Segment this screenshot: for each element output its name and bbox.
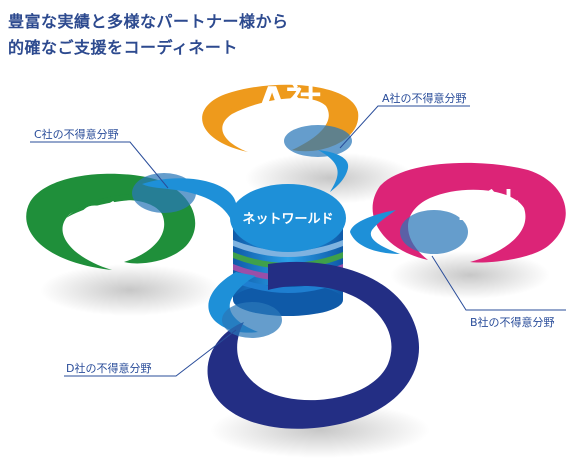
- callout-c: C社の不得意分野: [34, 127, 119, 141]
- company-a-overlap: [284, 125, 352, 157]
- callout-lines: [30, 105, 566, 377]
- connector-a: [318, 150, 349, 192]
- callout-a: A社の不得意分野: [382, 91, 467, 105]
- company-b-node: B社: [372, 162, 566, 263]
- callout-line-c: [30, 141, 169, 189]
- callout-line-a: [339, 105, 470, 149]
- connector-c: [142, 178, 238, 222]
- company-d-swoosh: [207, 261, 420, 429]
- connector-d: [208, 272, 258, 333]
- hub-top: ネットワールド: [230, 184, 346, 252]
- company-a-tail: [226, 91, 346, 112]
- callout-line-d: [64, 329, 237, 377]
- company-d-label: D社: [263, 336, 336, 382]
- company-a-label: A社: [258, 80, 322, 121]
- callout-line-b: [431, 255, 566, 311]
- heading-line-2: 的確なご支援をコーディネート: [8, 38, 238, 57]
- hub-connectors: [142, 150, 400, 333]
- company-b-overlap: [400, 210, 468, 254]
- company-b-swoosh: [372, 162, 566, 263]
- company-d-node: D社: [207, 261, 420, 429]
- company-d-overlap: [222, 302, 282, 338]
- heading-line-1: 豊富な実績と多様なパートナー様から: [8, 12, 289, 31]
- company-c-label: C社: [79, 200, 141, 241]
- hub-label: ネットワールド: [242, 212, 333, 227]
- callout-b: B社の不得意分野: [470, 315, 555, 329]
- callout-d: D社の不得意分野: [66, 361, 151, 375]
- company-a-node: A社: [202, 80, 359, 157]
- company-b-label: B社: [456, 188, 519, 229]
- connector-b: [350, 210, 400, 254]
